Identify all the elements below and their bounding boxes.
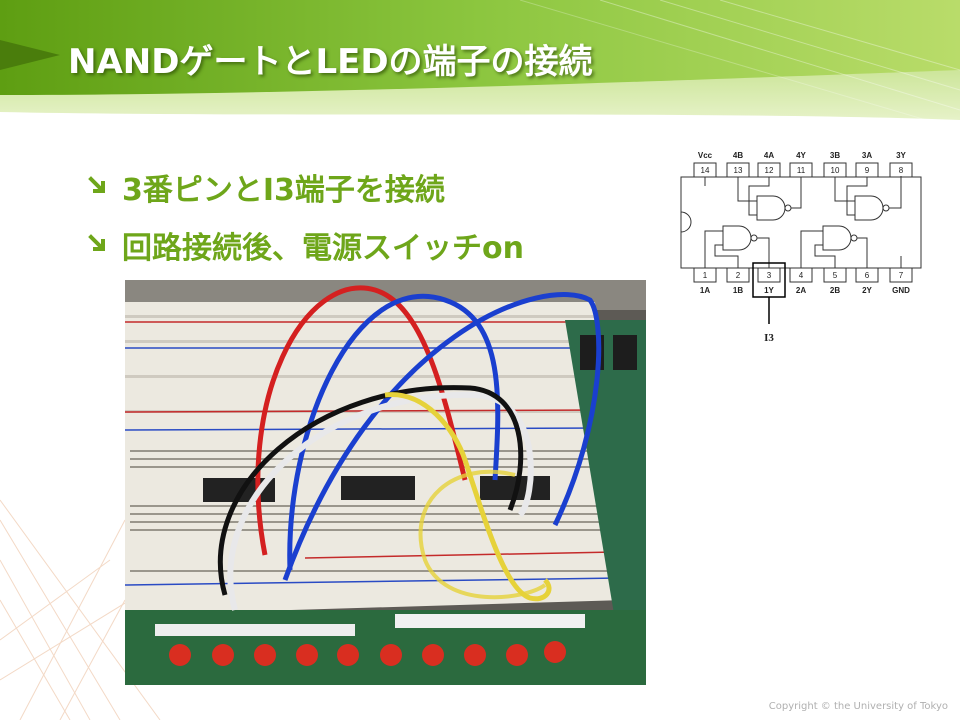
- arrow-bullet-icon: [88, 176, 105, 193]
- bullet-text: 3番ピンとI3端子を接続: [122, 173, 445, 208]
- terminal-label: I3: [764, 332, 774, 344]
- pin-label-top: 3B: [830, 151, 840, 160]
- pin-number-bottom: 5: [833, 271, 838, 280]
- breadboard-photo: [125, 280, 646, 685]
- pin-number-bottom: 1: [703, 271, 708, 280]
- chip-pinout-diagram: Vcc 4B 4A 4Y 3B 3A 3Y 14 13 12 11 10 9 8: [680, 151, 922, 344]
- pin-label-top: 4B: [733, 151, 743, 160]
- pin-label-bottom: 1Y: [764, 286, 774, 295]
- pin-number-bottom: 6: [865, 271, 870, 280]
- bullet-item: 3番ピンとI3端子を接続: [88, 158, 524, 216]
- pin-number-top: 9: [865, 166, 870, 175]
- bullet-text: 回路接続後、電源スイッチon: [122, 231, 524, 266]
- pin-label-bottom: 1B: [733, 286, 743, 295]
- pin-number-bottom: 4: [799, 271, 804, 280]
- pin-label-top: 3A: [862, 151, 872, 160]
- pin-label-top: Vcc: [698, 151, 713, 160]
- pin-number-top: 12: [765, 166, 774, 175]
- pin-number-top: 11: [797, 166, 806, 175]
- copyright-text: Copyright © the University of Tokyo: [768, 701, 948, 712]
- pin-number-bottom: 3: [767, 271, 772, 280]
- arrow-bullet-icon: [88, 234, 105, 251]
- pin-number-top: 13: [734, 166, 743, 175]
- pin-label-bottom: GND: [892, 286, 910, 295]
- pin-label-bottom: 2B: [830, 286, 840, 295]
- bullet-list: 3番ピンとI3端子を接続 回路接続後、電源スイッチon: [88, 158, 524, 274]
- pin-label-bottom: 1A: [700, 286, 710, 295]
- pin-number-top: 10: [831, 166, 840, 175]
- pin-label-top: 4A: [764, 151, 774, 160]
- pin-number-top: 14: [701, 166, 710, 175]
- pin-number-top: 8: [899, 166, 904, 175]
- pin-number-bottom: 7: [899, 271, 904, 280]
- bullet-item: 回路接続後、電源スイッチon: [88, 216, 524, 274]
- pin-label-top: 4Y: [796, 151, 806, 160]
- pin-number-bottom: 2: [736, 271, 741, 280]
- pin-label-top: 3Y: [896, 151, 906, 160]
- pin-label-bottom: 2Y: [862, 286, 872, 295]
- pin-label-bottom: 2A: [796, 286, 806, 295]
- slide-title: NANDゲートとLEDの端子の接続: [68, 42, 593, 82]
